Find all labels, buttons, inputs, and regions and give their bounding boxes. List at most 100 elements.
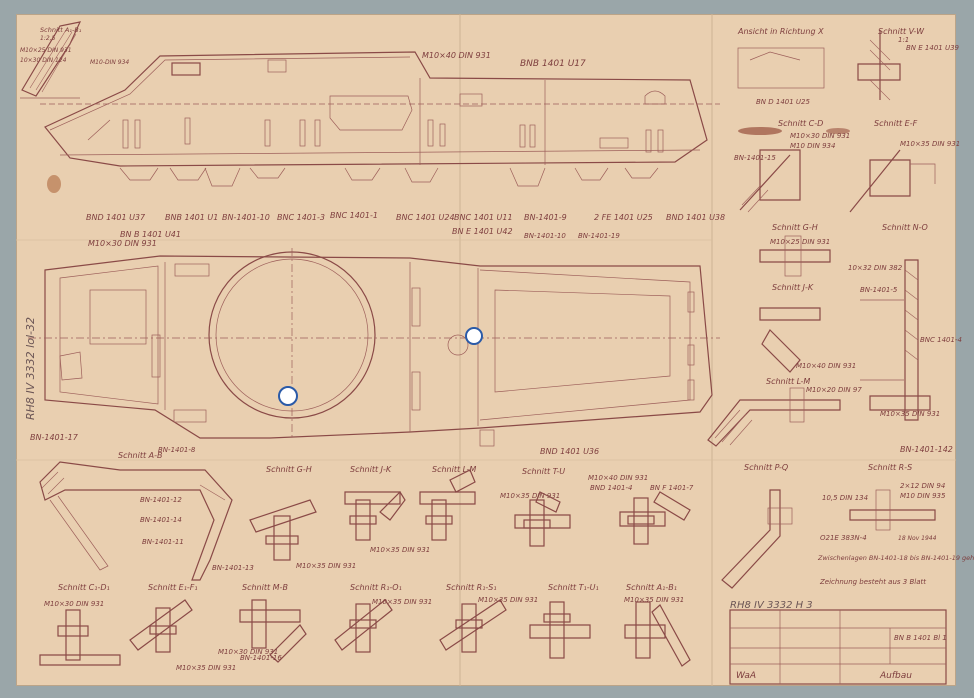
header-left-labels: Schnitt A₁-B₁ 1:2,5 M10×25 DIN 931 10×30… xyxy=(20,26,129,66)
callout: BN E 1401 U42 xyxy=(452,227,513,236)
callout: BN-1401-15 xyxy=(734,154,776,162)
callout: BN-1401-12 xyxy=(140,496,182,504)
organization: WaA xyxy=(736,671,756,681)
section-title: Ansicht in Richtung X xyxy=(737,27,824,36)
callout: M10×35 DIN 931 xyxy=(880,410,940,418)
blueprint-sheet xyxy=(16,14,956,686)
stain xyxy=(826,128,850,134)
section-title: Schnitt T-U xyxy=(522,467,565,476)
callout: BNC 1401-1 xyxy=(330,211,378,220)
callout: BND 1401 U36 xyxy=(540,447,599,456)
drawing-number: BN B 1401 Bl 1 xyxy=(894,634,947,642)
right-column-labels: Ansicht in Richtung X BN D 1401 U25 Schn… xyxy=(734,27,962,542)
sheet-count: Zeichnung besteht aus 3 Blatt xyxy=(819,578,926,586)
drawing-name: Aufbau xyxy=(879,671,912,681)
section-title: Schnitt E-F xyxy=(874,119,918,128)
section-title: Schnitt A-B xyxy=(118,451,163,460)
callout: BN-1401-17 xyxy=(30,433,79,442)
section-title: Schnitt P-Q xyxy=(744,463,788,472)
scale-label: 1:1 xyxy=(898,36,909,44)
callout: M10×30 DIN 931 xyxy=(218,648,278,656)
callout: BNC 1401 U11 xyxy=(454,213,513,222)
callout: M10×35 DIN 931 xyxy=(372,598,432,606)
section-title: Schnitt N-O xyxy=(882,223,928,232)
callout: BN-1401-11 xyxy=(142,538,184,546)
callout: O21E 383N-4 xyxy=(820,534,867,542)
callout: M10×35 DIN 931 xyxy=(478,596,538,604)
archive-mark: RH8 IV 3332 H 3 xyxy=(730,600,813,611)
section-title: Schnitt A₁-B₁ xyxy=(626,583,677,592)
callout: 2 FE 1401 U25 xyxy=(594,213,653,222)
section-title: Schnitt T₁-U₁ xyxy=(548,583,599,592)
callout: BNB 1401 U17 xyxy=(520,59,586,69)
callout: M10×25 DIN 931 xyxy=(20,47,72,54)
callout: 2×12 DIN 94 xyxy=(900,482,945,490)
section-title: Schnitt V-W xyxy=(878,27,925,36)
section-title: Schnitt C-D xyxy=(778,119,823,128)
callout: M10×35 DIN 931 xyxy=(900,140,960,148)
section-title: Schnitt R₁-S₁ xyxy=(446,583,497,592)
bottom-row-labels: Schnitt A-B BN-1401-8 BN-1401-12 BN-1401… xyxy=(44,446,684,672)
callout: BN-1401-10 xyxy=(524,232,566,240)
section-title: Schnitt J-K xyxy=(350,465,392,474)
callout: BN-1401-9 xyxy=(524,213,567,222)
scale-label: 1:2,5 xyxy=(40,35,56,42)
callout: BN-1401-10 xyxy=(222,213,270,222)
callout: BND 1401 U37 xyxy=(86,213,146,222)
side-view-callouts: BND 1401 U37 BNB 1401 U1 BN-1401-10 BNC … xyxy=(86,211,725,248)
callout: M10×35 DIN 931 xyxy=(500,492,560,500)
callout: BNC 1401-3 xyxy=(277,213,325,222)
callout: M10×40 DIN 931 xyxy=(588,474,648,482)
hull-side-view xyxy=(40,51,720,187)
callout: BN-1401-13 xyxy=(212,564,254,572)
hull-plan-view xyxy=(28,248,720,447)
archive-stamp xyxy=(465,327,483,345)
section-title: Schnitt R-S xyxy=(868,463,912,472)
callout: M10×30 DIN 931 xyxy=(88,239,157,248)
callout: BN-1401-19 xyxy=(578,232,620,240)
callout: M10×30 DIN 931 xyxy=(790,132,850,140)
callout: BN E 1401 U39 xyxy=(906,44,960,52)
callout: BND 1401 U38 xyxy=(666,213,725,222)
callout: M10×35 DIN 931 xyxy=(370,546,430,554)
callout: BNC 1401 U24 xyxy=(396,213,455,222)
archive-mark: RH8 IV 3332 lol-32 xyxy=(24,317,37,420)
note-text: Zwischenlagen BN-1401-18 bis BN-1401-19 … xyxy=(817,554,974,562)
callout: BN-1401-5 xyxy=(860,286,898,294)
callout: 10×30 DIN 124 xyxy=(20,57,67,64)
section-title: Schnitt E₁-F₁ xyxy=(148,583,198,592)
callout: BN-1401-8 xyxy=(158,446,196,454)
bottom-row-sections xyxy=(39,461,691,667)
right-column-sections xyxy=(707,30,936,589)
title-block xyxy=(729,609,947,685)
stain xyxy=(738,127,782,135)
callout: M10×20 DIN 97 xyxy=(806,386,862,394)
callout: BN-1401-16 xyxy=(240,654,282,662)
callout: M10×40 DIN 931 xyxy=(796,362,856,370)
section-title: Schnitt G-H xyxy=(772,223,818,232)
stain xyxy=(47,175,61,193)
callout: M10×35 DIN 931 xyxy=(296,562,356,570)
archive-stamp xyxy=(278,386,298,406)
callout: M10 DIN 934 xyxy=(790,142,835,150)
detail-top-left xyxy=(20,21,82,99)
section-title: Schnitt R₁-O₁ xyxy=(350,583,402,592)
date-stamp: 18 Nov 1944 xyxy=(898,535,937,542)
callout: 10×32 DIN 382 xyxy=(848,264,903,272)
callout: BN B 1401 U41 xyxy=(120,230,181,239)
callout: BN-1401-142 xyxy=(900,445,953,454)
section-title: Schnitt L-M xyxy=(766,377,810,386)
callout: M10-DIN 934 xyxy=(90,59,129,66)
callout: M10 DIN 935 xyxy=(900,492,946,500)
section-title: Schnitt M-B xyxy=(242,583,288,592)
callout: 10,5 DIN 134 xyxy=(822,494,868,502)
callout: BN-1401-14 xyxy=(140,516,182,524)
callout: M10×35 DIN 931 xyxy=(176,664,236,672)
callout: BND 1401-4 xyxy=(590,484,632,492)
callout: BN F 1401-7 xyxy=(650,484,694,492)
callout: M10×35 DIN 931 xyxy=(624,596,684,604)
callout: M10×25 DIN 931 xyxy=(770,238,830,246)
callout: M10×40 DIN 931 xyxy=(422,51,491,60)
callout: BNB 1401 U1 xyxy=(165,213,218,222)
